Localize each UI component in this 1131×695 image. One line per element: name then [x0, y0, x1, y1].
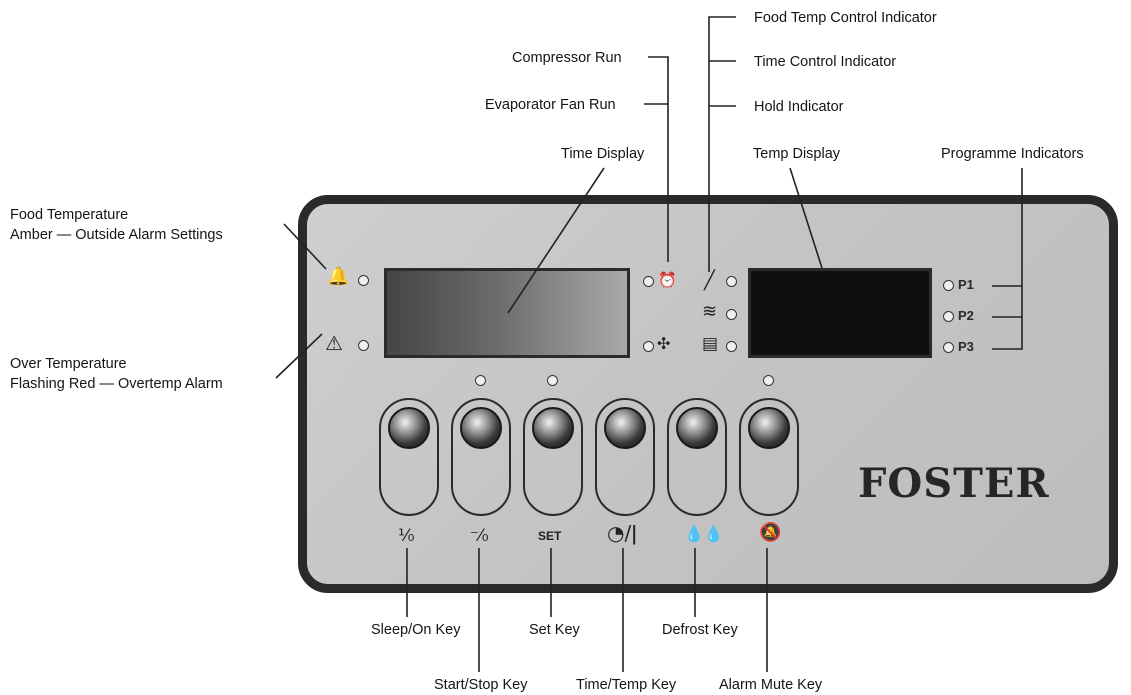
- leader-food-temp-control: [709, 17, 736, 272]
- leader-time-display: [508, 168, 604, 313]
- leader-compressor-run: [648, 57, 668, 262]
- leader-over-temperature: [276, 334, 322, 378]
- leader-temp-display: [790, 168, 822, 268]
- leader-food-temperature: [284, 224, 326, 269]
- leader-programme: [992, 168, 1022, 349]
